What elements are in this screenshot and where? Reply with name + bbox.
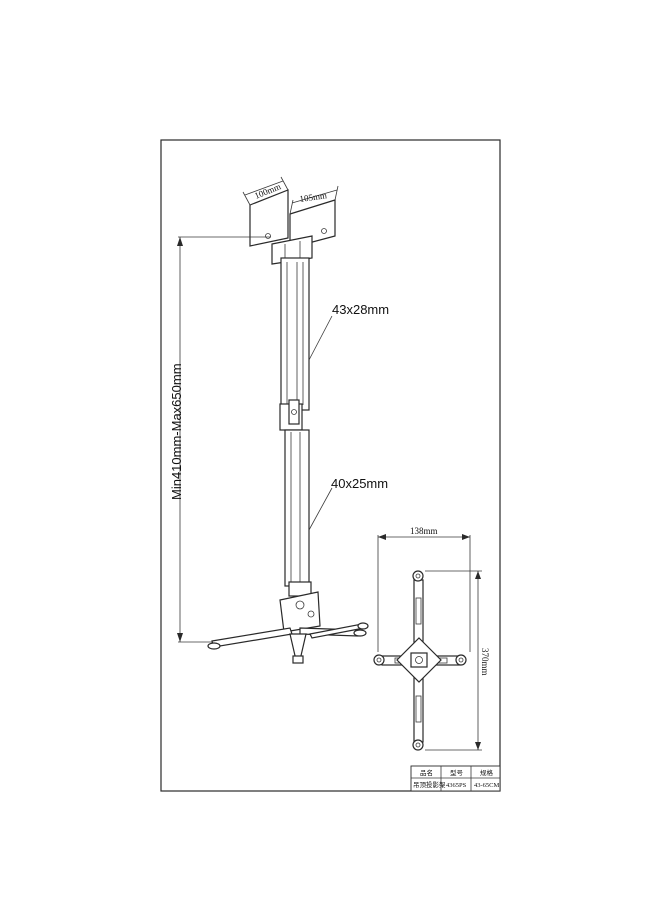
title-header-spec: 规格 xyxy=(480,768,494,777)
projector-mount-head xyxy=(207,581,369,664)
dim-105mm-label: 105mm xyxy=(299,190,328,204)
plate-top-view xyxy=(373,570,467,751)
upper-tube xyxy=(280,257,310,411)
plate-width-label: 138mm xyxy=(410,526,438,536)
height-clamp xyxy=(279,399,303,431)
title-value-model: 4365PS xyxy=(446,782,467,789)
dim-105mm: 105mm xyxy=(289,185,339,215)
dim-height: Min410mm-Max650mm xyxy=(169,236,271,643)
title-header-name: 品名 xyxy=(420,768,433,777)
dim-138mm: 138mm xyxy=(377,526,471,652)
upper-tube-label: 43x28mm xyxy=(332,302,389,317)
plate-height-label: 370mm xyxy=(480,648,490,676)
lower-tube xyxy=(284,429,310,587)
title-value-spec: 43-65CM xyxy=(474,782,500,789)
title-header-model: 型号 xyxy=(450,768,464,777)
ceiling-bracket xyxy=(249,189,336,265)
dim-40x25: 40x25mm xyxy=(308,476,388,531)
title-value-name: 吊顶投影架 xyxy=(413,780,446,789)
drawing-frame xyxy=(160,139,501,792)
dim-370mm: 370mm xyxy=(425,570,490,751)
title-block: 品名 型号 规格 吊顶投影架 4365PS 43-65CM xyxy=(410,765,501,792)
lower-tube-label: 40x25mm xyxy=(331,476,388,491)
dim-43x28: 43x28mm xyxy=(308,302,389,361)
height-range-label: Min410mm-Max650mm xyxy=(169,363,184,500)
